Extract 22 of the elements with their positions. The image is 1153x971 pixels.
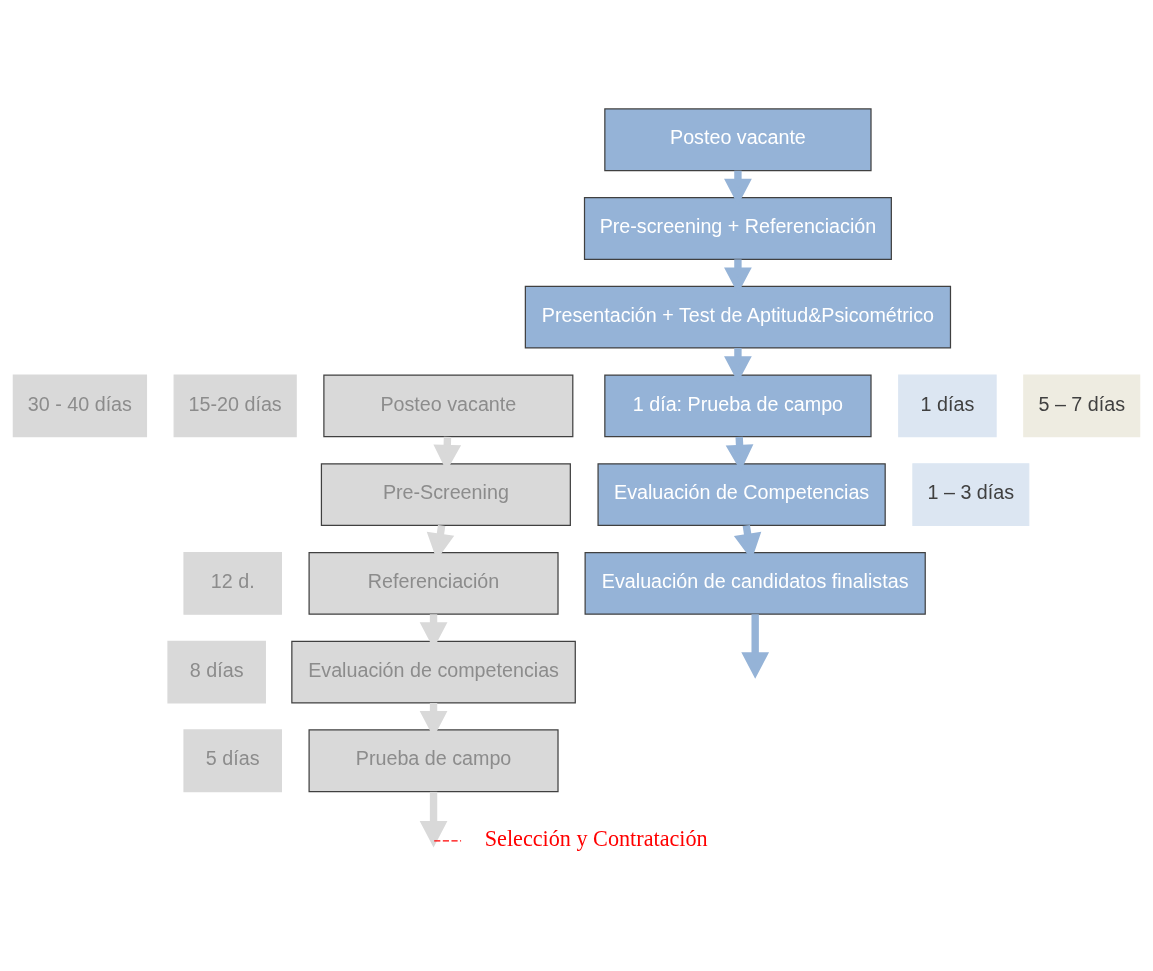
node-box: 5 días — [183, 728, 282, 792]
node-box: 5 – 7 días — [1023, 374, 1141, 437]
node-box: 8 días — [167, 640, 266, 703]
node-box: 12 d. — [183, 551, 282, 615]
node-box: Prueba de campo — [308, 728, 559, 792]
node-box: Pre-screening + Referenciación — [583, 196, 892, 260]
node-box: 1 – 3 días — [912, 462, 1030, 526]
node-box: Evaluación de Competencias — [597, 462, 886, 526]
node-box: Pre-Screening — [320, 462, 571, 526]
node-box: Posteo vacante — [604, 107, 872, 171]
arrow — [419, 791, 448, 848]
node-box: Evaluación de candidatos finalistas — [584, 551, 926, 615]
node-box: Posteo vacante — [323, 374, 574, 437]
node-box: Presentación + Test de Aptitud&Psicométrico — [524, 285, 952, 349]
node-box: 1 días — [898, 374, 997, 437]
arrow — [741, 613, 770, 679]
node-box: 30 - 40 días — [12, 374, 148, 437]
node-box: 15-20 días — [173, 374, 297, 437]
node-box: Evaluación de competencias — [291, 640, 576, 703]
node-box: Referenciación — [308, 551, 559, 615]
label: Selección y Contratación — [484, 825, 708, 851]
node-box: 1 día: Prueba de campo — [604, 374, 872, 437]
